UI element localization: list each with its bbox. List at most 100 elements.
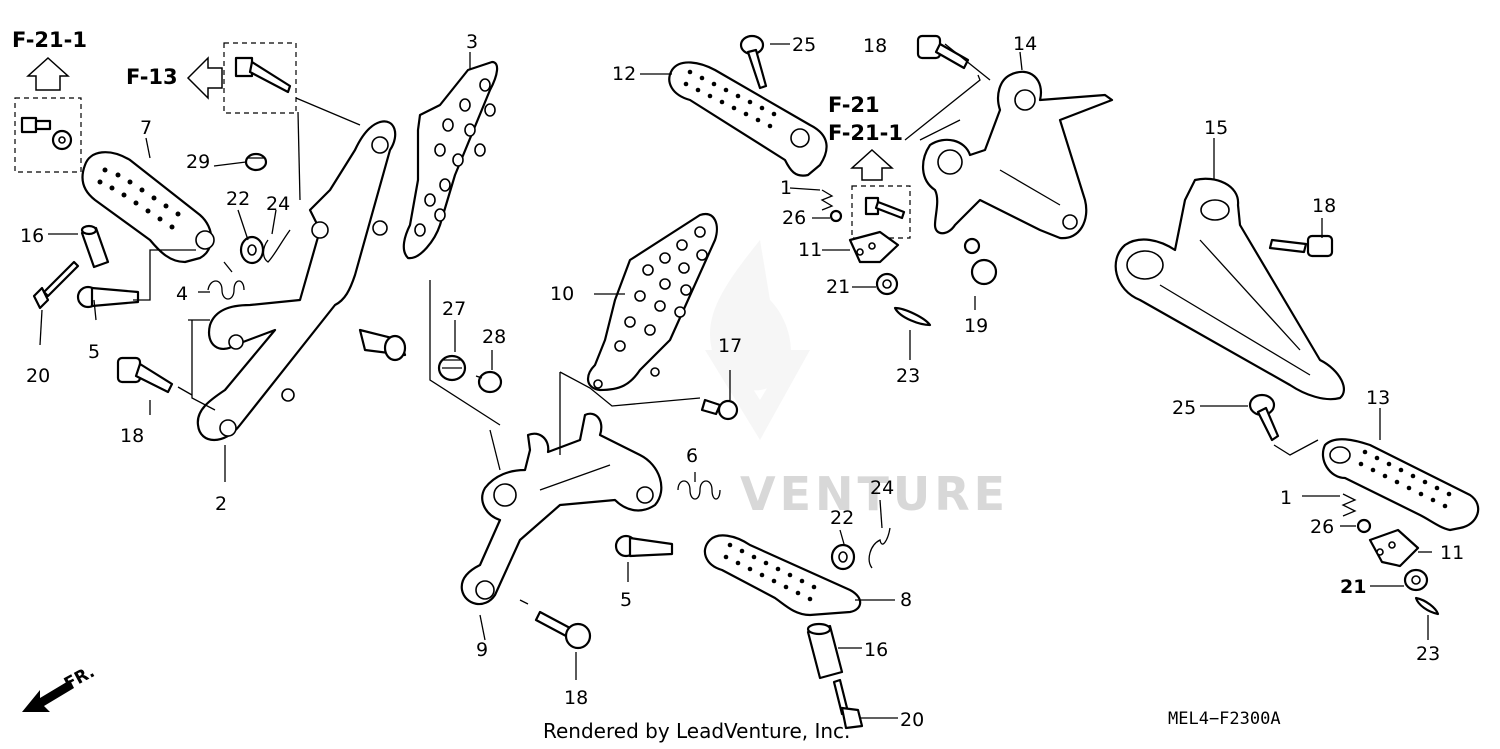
callout-20-mid: 20 xyxy=(900,709,924,731)
callout-3: 3 xyxy=(466,31,478,53)
callout-14: 14 xyxy=(1013,33,1037,55)
part-18-bolt-top[interactable] xyxy=(916,34,970,70)
ref-arrow-left-icon xyxy=(186,56,223,100)
part-22-washer-left[interactable] xyxy=(239,235,265,265)
callout-5-left: 5 xyxy=(88,341,100,363)
part-2-step-holder[interactable] xyxy=(196,120,407,441)
part-18-bolt-right[interactable] xyxy=(1268,234,1334,258)
ref-arrow-up-icon xyxy=(26,56,70,91)
part-17-bolt[interactable] xyxy=(700,398,739,421)
part-20-bolt-left[interactable] xyxy=(32,260,80,310)
part-13-footpeg[interactable] xyxy=(1321,438,1480,532)
callout-29: 29 xyxy=(186,151,210,173)
callout-22-mid: 22 xyxy=(830,507,854,529)
leader-lines-left xyxy=(39,52,501,482)
callout-4: 4 xyxy=(176,283,188,305)
part-18-bolt-left[interactable] xyxy=(116,356,174,394)
ref-arrow-up-mid-icon xyxy=(850,148,894,181)
callout-18-mid: 18 xyxy=(564,687,588,709)
leader-lines-mid xyxy=(479,43,1023,719)
part-11-plate-right[interactable] xyxy=(1368,528,1420,568)
part-25-pin-right[interactable] xyxy=(1248,393,1280,442)
part-8-footpeg[interactable] xyxy=(703,534,862,617)
part-5-pin-left[interactable] xyxy=(76,285,140,309)
callout-18-top: 18 xyxy=(863,35,887,57)
callout-26-right: 26 xyxy=(1310,516,1334,538)
callout-9: 9 xyxy=(476,639,488,661)
callout-24-mid: 24 xyxy=(870,477,894,499)
part-1-spring-right[interactable] xyxy=(1341,493,1357,517)
part-18-bolt-mid[interactable] xyxy=(534,610,592,650)
callout-23-mid: 23 xyxy=(896,365,920,387)
diagram-code: MEL4−F2300A xyxy=(1168,709,1281,729)
callout-25-right: 25 xyxy=(1172,397,1196,419)
callout-12: 12 xyxy=(612,63,636,85)
part-9-step-holder-mid[interactable] xyxy=(460,412,663,606)
credit-text: Rendered by LeadVenture, Inc. xyxy=(543,719,850,743)
callout-16-left: 16 xyxy=(20,225,44,247)
part-22-washer-mid[interactable] xyxy=(830,543,856,571)
callout-21-mid: 21 xyxy=(826,276,850,298)
callout-15: 15 xyxy=(1204,117,1228,139)
watermark-text: VENTURE xyxy=(740,467,1009,521)
callout-18-left: 18 xyxy=(120,425,144,447)
callout-5-mid: 5 xyxy=(620,589,632,611)
part-26-ball-right[interactable] xyxy=(1356,518,1372,534)
callout-2: 2 xyxy=(215,493,227,515)
part-29-rubber[interactable] xyxy=(244,152,268,172)
callout-11-mid: 11 xyxy=(798,239,822,261)
part-23-clip-right[interactable] xyxy=(1414,596,1440,616)
part-15-step-holder-rear[interactable] xyxy=(1114,177,1345,401)
callout-19: 19 xyxy=(964,315,988,337)
callout-20-left: 20 xyxy=(26,365,50,387)
part-7-footpeg[interactable] xyxy=(81,151,215,264)
part-21-washer-right[interactable] xyxy=(1403,568,1429,592)
callout-11-right: 11 xyxy=(1440,542,1464,564)
callout-26-mid: 26 xyxy=(782,207,806,229)
callout-17: 17 xyxy=(718,335,742,357)
callout-6: 6 xyxy=(686,445,698,467)
part-27-rubber[interactable] xyxy=(437,354,467,382)
callout-28: 28 xyxy=(482,326,506,348)
detail-box-bolt xyxy=(223,42,297,114)
callout-21-right: 21 xyxy=(1340,576,1366,598)
part-24-cotter-mid[interactable] xyxy=(868,527,891,569)
callout-25-top: 25 xyxy=(792,34,816,56)
leader-lines-right xyxy=(1200,138,1432,640)
part-16-collar-mid[interactable] xyxy=(806,622,844,680)
part-4-spring-left[interactable] xyxy=(207,261,245,300)
part-24-cotter-left[interactable] xyxy=(262,229,291,263)
part-1-spring-mid[interactable] xyxy=(820,189,834,211)
front-direction-arrow-icon xyxy=(22,680,74,712)
part-16-collar-left[interactable] xyxy=(80,224,110,269)
part-6-spring[interactable] xyxy=(677,480,721,500)
part-3-heel-guard-left[interactable] xyxy=(402,60,499,260)
bolt-detail-left xyxy=(20,116,73,151)
callout-1-mid: 1 xyxy=(780,177,792,199)
callout-27: 27 xyxy=(442,298,466,320)
watermark-logo xyxy=(705,240,810,440)
part-23-clip-mid[interactable] xyxy=(893,306,932,327)
part-19-cap[interactable] xyxy=(963,237,998,286)
part-11-plate-mid[interactable] xyxy=(848,230,900,264)
part-26-ball-mid[interactable] xyxy=(829,209,843,223)
part-14-step-holder-right[interactable] xyxy=(922,70,1114,240)
ref-f21-1-top[interactable]: F-21-1 xyxy=(12,28,87,52)
part-21-washer-mid[interactable] xyxy=(875,272,899,296)
part-20-bolt-mid[interactable] xyxy=(832,678,864,730)
callout-23-right: 23 xyxy=(1416,643,1440,665)
callout-10: 10 xyxy=(550,283,574,305)
ref-f21-1-mid[interactable]: F-21-1 xyxy=(828,121,903,145)
part-28-bolt[interactable] xyxy=(475,370,503,394)
part-12-footpeg[interactable] xyxy=(668,61,828,177)
callout-8: 8 xyxy=(900,589,912,611)
ref-f13[interactable]: F-13 xyxy=(126,65,178,89)
part-10-heel-guard-mid[interactable] xyxy=(587,212,718,392)
callout-18-right: 18 xyxy=(1312,195,1336,217)
bolt-detail-mid xyxy=(864,196,906,220)
callout-16-mid: 16 xyxy=(864,639,888,661)
part-5-pin-mid[interactable] xyxy=(614,534,674,558)
part-25-pin-top[interactable] xyxy=(739,34,768,90)
ref-f21[interactable]: F-21 xyxy=(828,93,880,117)
